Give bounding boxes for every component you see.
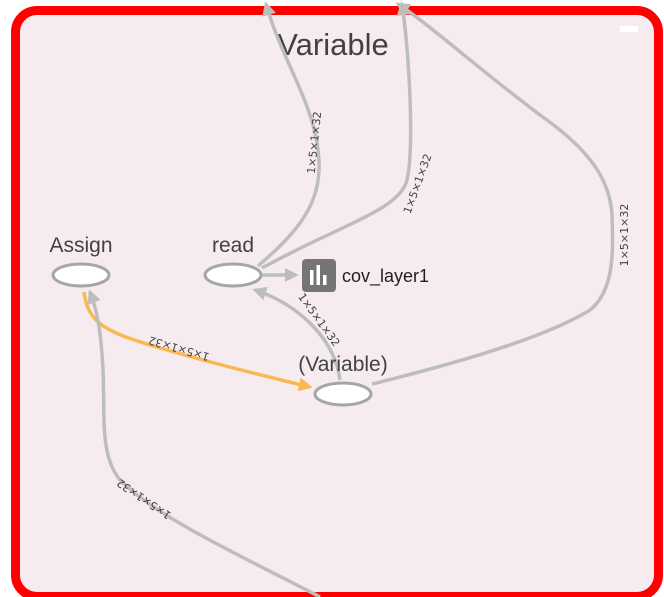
node-assign-shape[interactable] [51,262,111,288]
edge-variable-out[interactable] [371,2,615,386]
node-read-shape[interactable] [203,262,263,288]
histogram-summary-icon[interactable] [302,259,336,292]
node-assign[interactable]: Assign [49,234,113,288]
node-summary[interactable]: cov_layer1 [302,259,429,292]
node-variable[interactable]: (Variable) [298,353,388,407]
minus-icon[interactable] [620,26,638,32]
node-variable-shape[interactable] [313,381,373,407]
edge-read-out-2[interactable] [261,1,413,270]
node-label-read: read [212,234,254,257]
edge-label-variable-to-read: 1×5×1×32 [295,291,342,349]
edge-label-read-out-1: 1×5×1×32 [305,111,324,175]
edge-read-out-1[interactable] [256,1,321,268]
edge-label-variable-out: 1×5×1×32 [618,204,631,267]
node-label-summary: cov_layer1 [342,266,429,287]
node-label-assign: Assign [49,234,112,257]
edge-variable-to-read[interactable] [252,286,342,381]
group-title: Variable [277,27,388,62]
edge-input-to-assign[interactable] [87,289,321,597]
variable-group-box[interactable] [11,6,663,597]
node-label-variable: (Variable) [298,353,387,376]
edge-label-assign-to-variable: 1×5×1×32 [147,333,211,363]
edge-label-input-to-assign: 1×5×1×32 [114,476,173,522]
edge-assign-to-variable[interactable] [82,291,313,392]
node-read[interactable]: read [203,234,263,288]
